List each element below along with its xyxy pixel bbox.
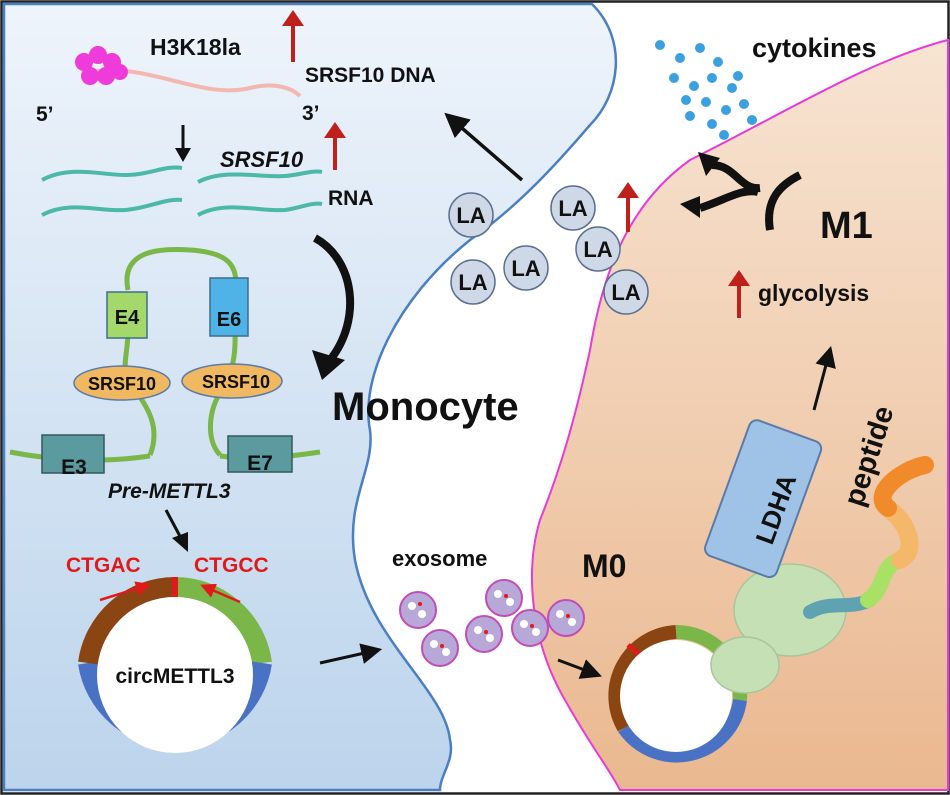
srsf10-rna-gene-label: SRSF10 (220, 147, 304, 172)
histone-cluster (75, 46, 128, 85)
srsf10-right-oval (181, 363, 283, 399)
lactate-particles (448, 185, 649, 315)
ctgac-label: CTGAC (66, 554, 141, 577)
exon-e6-label: E6 (217, 309, 241, 331)
ctgcc-label: CTGCC (194, 554, 269, 577)
ribosome-small-subunit (710, 636, 780, 694)
exosome-cluster (399, 579, 585, 667)
srsf10-right-label: SRSF10 (202, 372, 270, 392)
la-label-2: LA (458, 270, 487, 295)
polarization-arrowhead-left (680, 196, 700, 218)
uptake-arrow (557, 658, 602, 679)
la-label-5: LA (583, 237, 612, 262)
srsf10-left-oval (73, 365, 171, 401)
la-label-3: LA (511, 256, 540, 281)
polarization-arrowhead-top (698, 152, 720, 176)
srsf10-rna-up-arrow (324, 122, 346, 170)
cytokines-label: cytokines (752, 33, 877, 63)
lactate-to-dna-arrow (444, 112, 524, 182)
exon-e4-box (106, 291, 148, 339)
h3k18la-label: H3K18la (150, 34, 241, 60)
circularization-arrow (164, 509, 188, 552)
transcription-arrow (175, 125, 191, 162)
la-label-1: LA (456, 203, 485, 228)
exon-e4-label: E4 (115, 307, 140, 329)
ldha-box (704, 419, 823, 579)
export-arrow (319, 643, 383, 665)
exosome-label: exosome (392, 546, 487, 571)
ctgcc-arrow (200, 583, 241, 604)
m1-label: M1 (820, 205, 873, 247)
glycolysis-label: glycolysis (758, 280, 869, 306)
ctgac-arrow (99, 581, 151, 602)
exon-e3-box (41, 434, 105, 474)
curved-translation-arrow (312, 234, 354, 380)
la-up-arrow (617, 182, 639, 232)
la-label-4: LA (558, 196, 587, 221)
rna-label: RNA (328, 187, 374, 210)
pre-mettl3-label: Pre-METTL3 (108, 480, 231, 503)
h3k18la-up-arrow (282, 10, 304, 62)
srsf10-left-label: SRSF10 (88, 374, 156, 394)
exon-e6-box (209, 277, 249, 337)
macrophage-circrna-core (620, 640, 732, 752)
exon-e7-box (227, 435, 293, 473)
three-prime-label: 3’ (302, 102, 320, 125)
five-prime-label: 5’ (36, 103, 54, 126)
circmettl3-label: circMETTL3 (115, 665, 234, 688)
circmettl3-core (97, 597, 253, 753)
monocyte-label: Monocyte (332, 385, 519, 429)
exon-e7-label: E7 (247, 452, 273, 475)
rna-strands (41, 165, 323, 217)
la-label-6: LA (611, 280, 640, 305)
cytokine-dots (655, 40, 757, 140)
polarization-symbol (698, 161, 802, 231)
glycolysis-up-arrow (728, 270, 750, 318)
peptide-chain (803, 456, 934, 619)
srsf10-dna-label: SRSF10 DNA (305, 64, 436, 87)
ldha-to-glycolysis-arrow (812, 345, 836, 411)
m0-label: M0 (582, 548, 626, 584)
exon-e3-label: E3 (61, 456, 87, 479)
dna-strand (89, 68, 302, 98)
